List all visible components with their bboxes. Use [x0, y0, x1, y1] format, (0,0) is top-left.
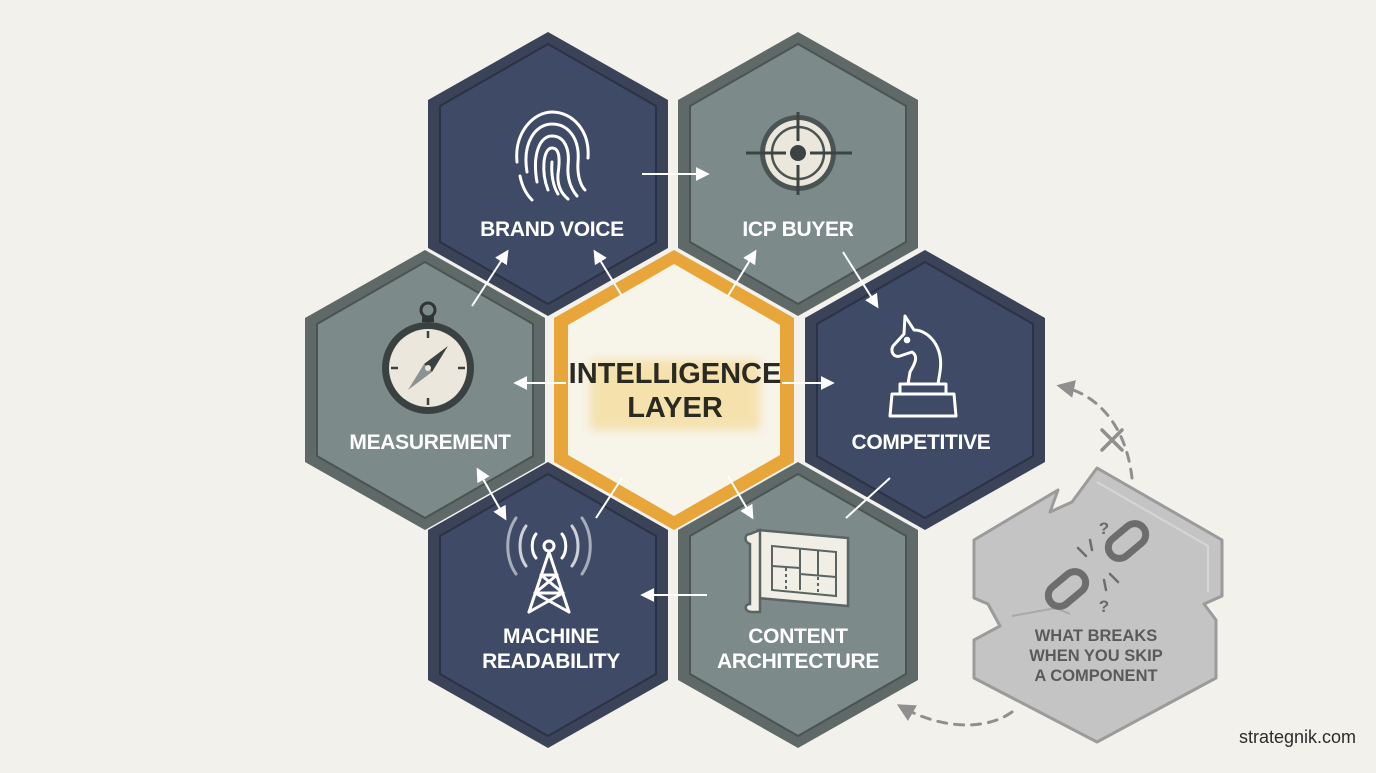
question-mark-top: ?: [1099, 519, 1109, 538]
arrow-center-to-content: [727, 475, 754, 520]
node-label-measurement: MEASUREMENT: [349, 431, 511, 454]
node-label-competitive: COMPETITIVE: [851, 431, 990, 454]
dashed-arrow-to-content: [896, 704, 1014, 727]
hex-competitive: [805, 250, 1045, 530]
blueprint-icon: [744, 528, 850, 614]
radio-tower-icon: [506, 516, 592, 614]
hex-content-architecture: [678, 462, 918, 748]
node-label-machine-line1: MACHINE: [503, 625, 599, 648]
hex-intelligence-layer: INTELLIGENCE LAYER: [554, 250, 794, 530]
node-label-content-line1: CONTENT: [748, 625, 848, 648]
target-crosshair-icon: [746, 112, 852, 195]
arrow-center-to-brand: [593, 249, 623, 297]
fingerprint-icon: [515, 110, 590, 202]
dashed-arrow-to-competitive: [1056, 380, 1134, 480]
x-mark-icon: [1100, 428, 1124, 452]
center-label-line2: LAYER: [627, 392, 723, 424]
connector-arrows: [471, 167, 891, 602]
node-label-machine-line2: READABILITY: [482, 650, 620, 673]
arrow-measurement-to-brand: [471, 249, 509, 307]
hex-brand-voice: [428, 32, 668, 316]
compass-icon: [382, 301, 474, 414]
broken-label-line1: WHAT BREAKS: [1035, 627, 1158, 645]
arrow-center-to-icp: [727, 249, 757, 297]
question-mark-bottom: ?: [1099, 597, 1109, 616]
chess-knight-icon: [888, 314, 958, 418]
broken-chain-icon: [1044, 520, 1150, 610]
center-label-line1: INTELLIGENCE: [569, 358, 782, 390]
arrow-icp-to-competitive: [842, 251, 879, 309]
broken-label-line3: A COMPONENT: [1034, 667, 1157, 685]
broken-label-line2: WHEN YOU SKIP: [1029, 647, 1163, 665]
node-label-icp-buyer: ICP BUYER: [742, 218, 853, 241]
node-label-content-line2: ARCHITECTURE: [717, 650, 879, 673]
site-credit: strategnik.com: [1238, 727, 1356, 747]
node-label-brand-voice: BRAND VOICE: [480, 218, 624, 241]
line-center-machine: [595, 477, 623, 519]
dashed-feedback-arrows: [896, 380, 1134, 727]
hex-machine-readability: [428, 462, 668, 748]
line-competitive-content: [845, 477, 891, 519]
arrow-measurement-machine: [476, 467, 507, 521]
broken-component-hex: ? ? WHAT BREAKS WHEN YOU SKIP A COMPONEN…: [972, 466, 1224, 744]
